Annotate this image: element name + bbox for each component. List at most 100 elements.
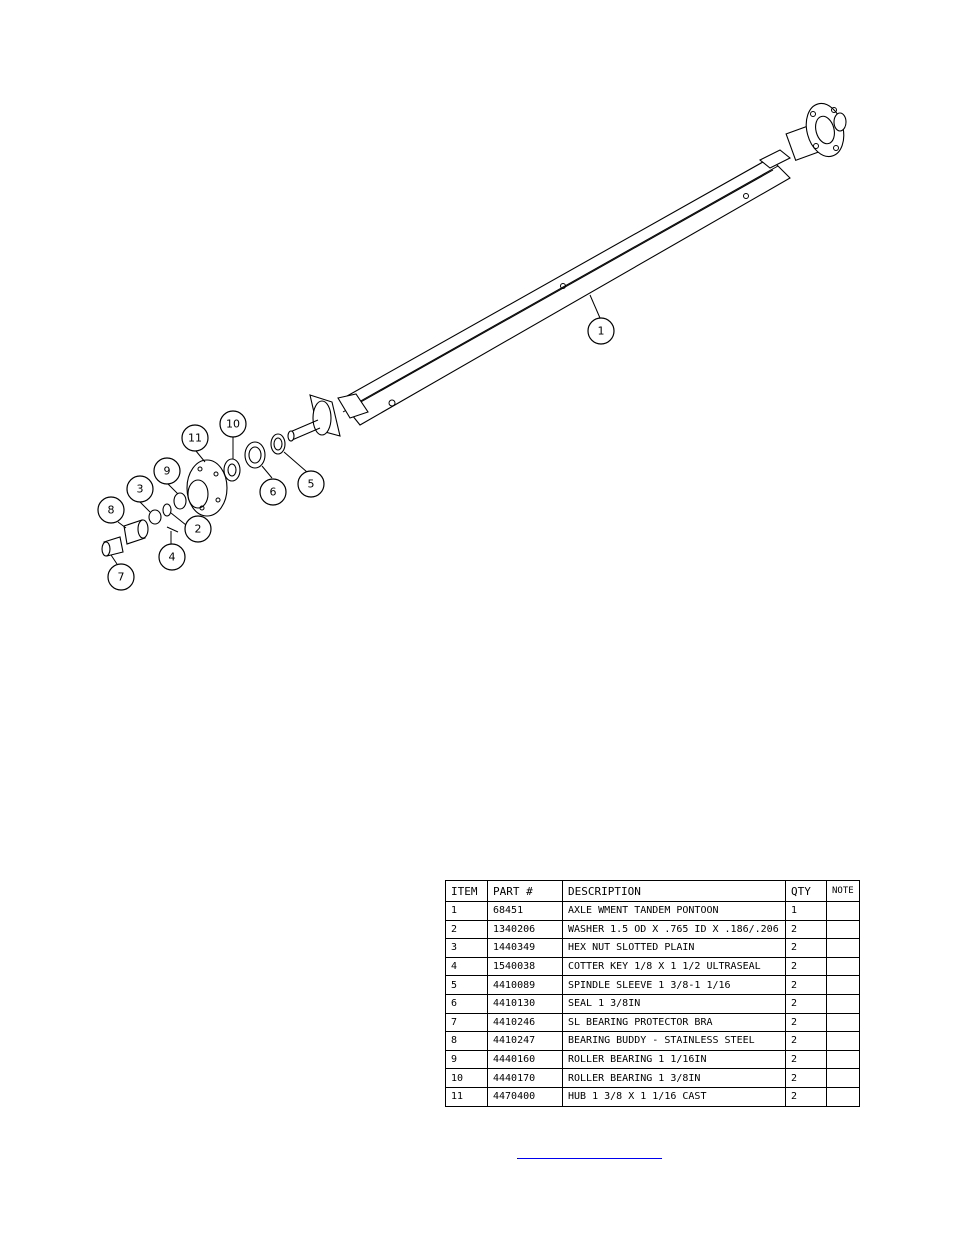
exploded-assembly-drawing: 1 2 3 4 5 6 7 8 9 10 11 [97, 102, 847, 591]
svg-text:11: 11 [188, 432, 202, 445]
cell-item: 8 [445, 1031, 488, 1051]
seal-5 [270, 433, 286, 455]
cell-item: 11 [445, 1086, 488, 1107]
cell-item: 5 [445, 975, 488, 995]
header-part-number: PART # [487, 880, 563, 902]
protector-bra-7 [101, 536, 124, 557]
cell-description: BEARING BUDDY - STAINLESS STEEL [562, 1031, 786, 1051]
balloon-item-8: 8 [97, 496, 125, 524]
cell-description: HUB 1 3/8 X 1 1/16 CAST [562, 1086, 786, 1107]
balloon-item-2: 2 [184, 515, 212, 543]
cell-note [826, 1068, 860, 1088]
cell-item: 3 [445, 938, 488, 958]
header-note: NOTE [826, 880, 860, 902]
cell-part-number: 68451 [487, 901, 563, 921]
cell-item: 6 [445, 993, 488, 1014]
axle-tube [339, 157, 791, 426]
header-item: ITEM [445, 880, 488, 902]
cell-qty: 2 [785, 1049, 827, 1070]
svg-text:9: 9 [164, 465, 171, 478]
cell-qty: 1 [785, 901, 827, 921]
balloon-item-4: 4 [158, 543, 186, 571]
cell-qty: 2 [785, 956, 827, 977]
cell-item: 7 [445, 1012, 488, 1033]
cell-part-number: 1340206 [487, 919, 563, 940]
cell-qty: 2 [785, 1012, 827, 1033]
cell-item: 9 [445, 1049, 488, 1070]
cell-qty: 2 [785, 1031, 827, 1051]
cell-note [826, 1031, 860, 1051]
bearing-9 [173, 492, 187, 510]
cell-item: 4 [445, 956, 488, 977]
balloon-item-9: 9 [153, 457, 181, 485]
seal-6 [244, 441, 266, 469]
cell-part-number: 4440170 [487, 1068, 563, 1088]
right-hub-assembly [758, 102, 847, 169]
cell-part-number: 4470400 [487, 1086, 563, 1107]
cell-part-number: 4410089 [487, 975, 563, 995]
left-spindle-assembly [287, 393, 369, 442]
cell-description: COTTER KEY 1/8 X 1 1/2 ULTRASEAL [562, 956, 786, 977]
cell-item: 2 [445, 919, 488, 940]
header-description: DESCRIPTION [562, 880, 786, 902]
cell-part-number: 4410246 [487, 1012, 563, 1033]
leader-lines [110, 294, 601, 565]
cell-note [826, 901, 860, 921]
washer-2 [162, 503, 172, 517]
cell-qty: 2 [785, 938, 827, 958]
cell-description: AXLE WMENT TANDEM PONTOON [562, 901, 786, 921]
nut-3 [148, 509, 162, 525]
svg-text:6: 6 [270, 486, 277, 499]
bearing-buddy-8 [123, 519, 149, 545]
cell-description: WASHER 1.5 OD X .765 ID X .186/.206 [562, 919, 786, 940]
balloon-item-3: 3 [126, 475, 154, 503]
cell-part-number: 1540038 [487, 956, 563, 977]
svg-text:10: 10 [226, 418, 240, 431]
cell-part-number: 1440349 [487, 938, 563, 958]
cotter-key-4 [166, 526, 179, 533]
cell-note [826, 975, 860, 995]
cell-description: SEAL 1 3/8IN [562, 993, 786, 1014]
bearing-10 [223, 458, 241, 482]
svg-text:3: 3 [137, 483, 144, 496]
cell-description: ROLLER BEARING 1 1/16IN [562, 1049, 786, 1070]
balloon-item-5: 5 [297, 470, 325, 498]
svg-text:7: 7 [118, 571, 125, 584]
cell-note [826, 956, 860, 977]
cell-qty: 2 [785, 1068, 827, 1088]
svg-text:1: 1 [598, 325, 605, 338]
bom-header-row: ITEM PART # DESCRIPTION QTY NOTE [445, 880, 860, 902]
cell-description: HEX NUT SLOTTED PLAIN [562, 938, 786, 958]
cell-description: SPINDLE SLEEVE 1 3/8-1 1/16 [562, 975, 786, 995]
footer-link-underline[interactable] [517, 1158, 662, 1159]
cell-qty: 2 [785, 993, 827, 1014]
cell-note [826, 1086, 860, 1107]
cell-note [826, 993, 860, 1014]
balloon-item-10: 10 [219, 410, 247, 438]
cell-item: 1 [445, 901, 488, 921]
balloon-item-11: 11 [181, 424, 209, 452]
svg-text:8: 8 [108, 504, 115, 517]
cell-part-number: 4410247 [487, 1031, 563, 1051]
hub-11 [186, 459, 228, 517]
cell-note [826, 1012, 860, 1033]
cell-note [826, 938, 860, 958]
balloon-item-7: 7 [107, 563, 135, 591]
cell-note [826, 1049, 860, 1070]
cell-part-number: 4440160 [487, 1049, 563, 1070]
svg-text:2: 2 [195, 523, 202, 536]
cell-description: SL BEARING PROTECTOR BRA [562, 1012, 786, 1033]
cell-item: 10 [445, 1068, 488, 1088]
